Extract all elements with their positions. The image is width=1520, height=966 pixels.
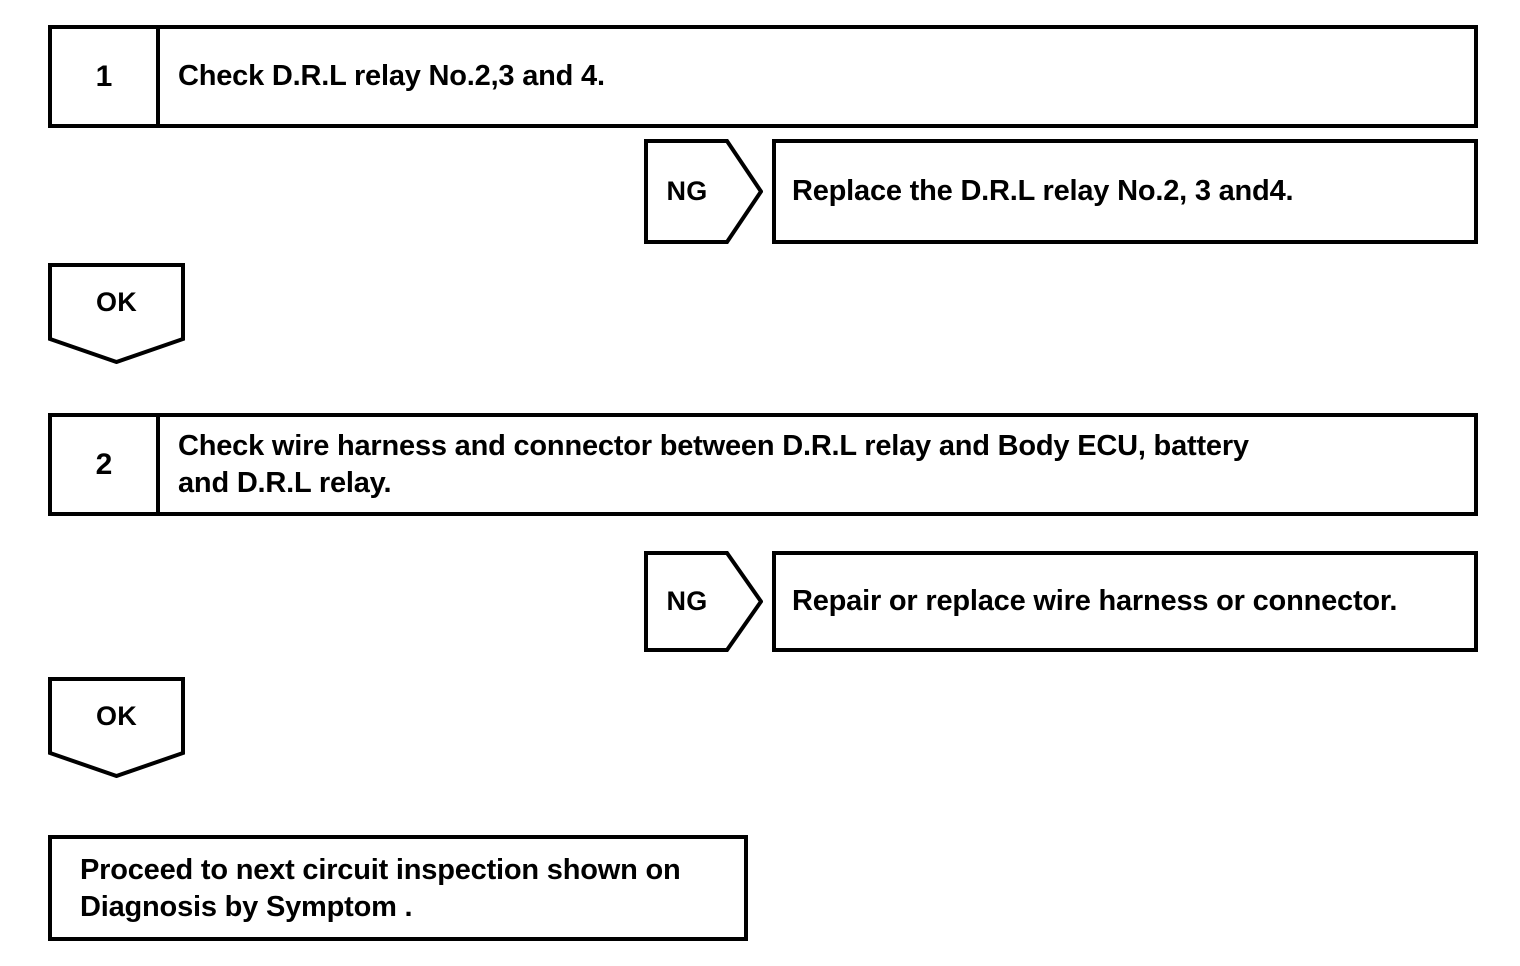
step-2-number: 2 bbox=[52, 417, 160, 512]
final-instruction-line-2: Diagnosis by Symptom . bbox=[80, 890, 413, 923]
step-2-box: 2 Check wire harness and connector betwe… bbox=[48, 413, 1478, 516]
step-2-text-line-2: and D.R.L relay. bbox=[178, 466, 392, 499]
step-2-text-line-1: Check wire harness and connector between… bbox=[178, 429, 1249, 462]
ok-arrow-step-1-label: OK bbox=[95, 286, 138, 317]
final-instruction-box: Proceed to next circuit inspection shown… bbox=[48, 835, 748, 941]
ng-arrow-step-1: NG bbox=[644, 139, 763, 244]
ng-arrow-step-1-label: NG bbox=[666, 176, 708, 206]
step-1-box: 1 Check D.R.L relay No.2,3 and 4. bbox=[48, 25, 1478, 128]
step-1-number: 1 bbox=[52, 29, 160, 124]
final-instruction-line-1: Proceed to next circuit inspection shown… bbox=[80, 854, 681, 886]
step-1-text: Check D.R.L relay No.2,3 and 4. bbox=[178, 60, 605, 93]
step-1-ng-result-box: Replace the D.R.L relay No.2, 3 and4. bbox=[772, 139, 1478, 244]
ng-arrow-step-2: NG bbox=[644, 551, 763, 652]
step-2-ng-result-box: Repair or replace wire harness or connec… bbox=[772, 551, 1478, 652]
ng-arrow-step-2-label: NG bbox=[666, 586, 708, 616]
step-2-text: Check wire harness and connector between… bbox=[160, 417, 1474, 512]
ok-arrow-step-2: OK bbox=[48, 677, 185, 778]
ok-arrow-step-2-label: OK bbox=[95, 700, 138, 731]
ok-arrow-step-1: OK bbox=[48, 263, 185, 364]
